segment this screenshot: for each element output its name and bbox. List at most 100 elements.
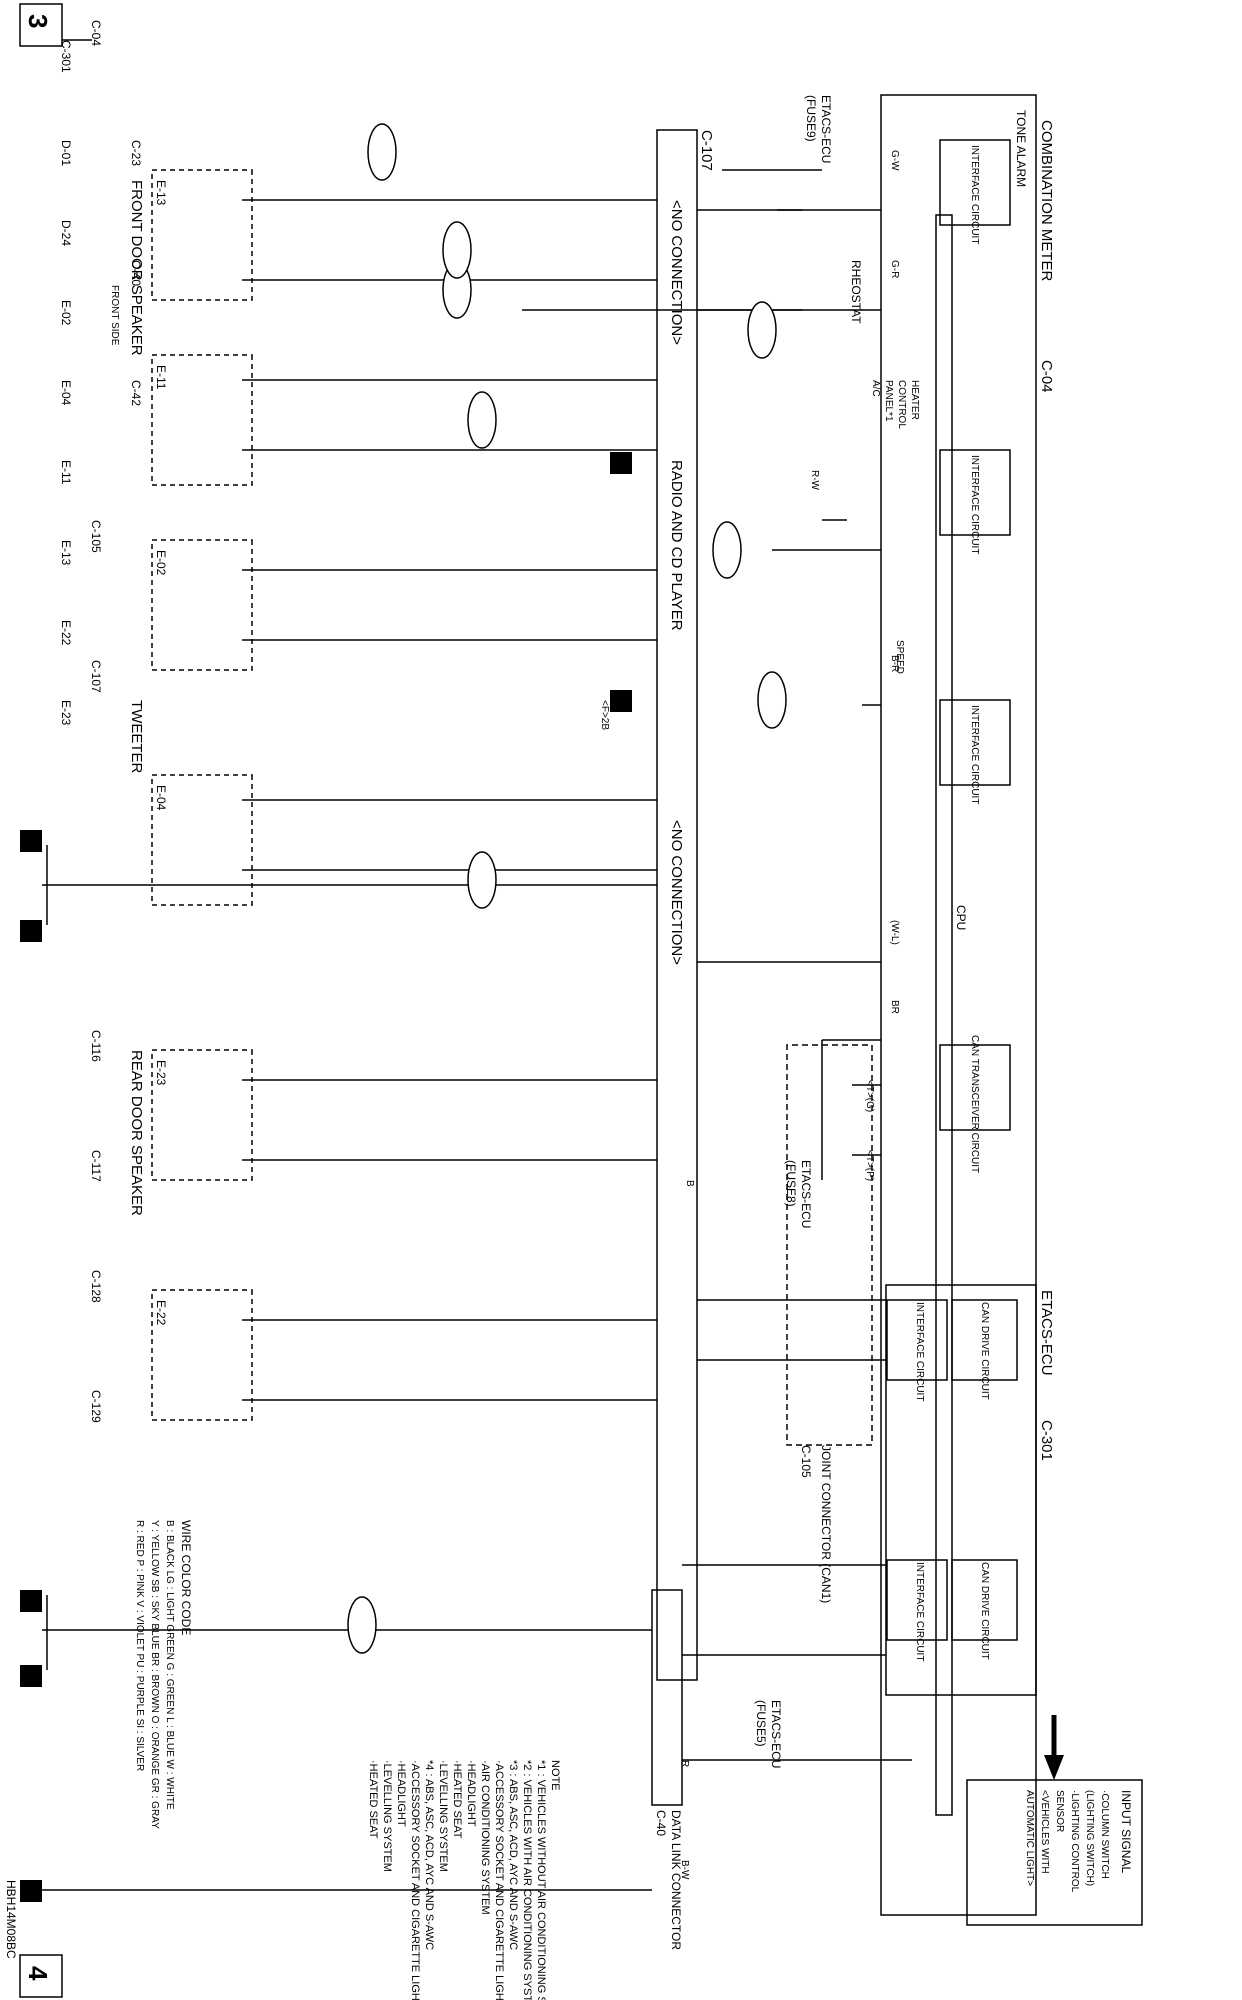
cpu-bar (935, 214, 953, 1816)
svg-text:C-116: C-116 (89, 1030, 103, 1062)
cpu-label: CPU (954, 905, 968, 930)
radio-box (656, 129, 698, 1681)
note-5: ·AIR CONDITIONING SYSTEM (479, 1760, 491, 1915)
fuse-5-fuse: (FUSE5) (754, 1700, 768, 1747)
input-arrow (1044, 1755, 1064, 1780)
svg-text:D-01: D-01 (59, 140, 73, 166)
speaker-e04: E-04 (154, 785, 168, 811)
etacs-can-drive-label-1: CAN DRIVE CIRCUIT (979, 1302, 990, 1400)
joint-connector-title: JOINT CONNECTOR (CAN1) (819, 1445, 833, 1603)
can-transceiver-label: CAN TRANSCEIVER CIRCUIT (969, 1035, 980, 1173)
meter-interface-label-1: INTERFACE CIRCUIT (969, 145, 980, 244)
wire-rw: R-W (809, 470, 820, 491)
note-4: ·ACCESSORY SOCKET AND CIGARETTE LIGHTER (493, 1760, 505, 2000)
combination-meter-box (880, 94, 1037, 1916)
etacs-can-drive-2 (951, 1559, 1018, 1641)
fuse-8-label: ETACS-ECU (799, 1160, 813, 1228)
wire-brw: BR (889, 1000, 900, 1014)
wire-color-line-1: B : BLACK LG : LIGHT GREEN G : GREEN L :… (164, 1520, 175, 1810)
wire-r: R (679, 1760, 690, 1767)
wire-bw: B-W (679, 1860, 690, 1880)
page-number-right-box (19, 1954, 63, 1998)
meter-interface-circuit-2 (939, 449, 1011, 536)
input-signal-line-6: AUTOMATIC LIGHT> (1024, 1790, 1035, 1886)
meter-interface-label-3: INTERFACE CIRCUIT (969, 705, 980, 804)
combination-meter-title: COMBINATION METER (1038, 120, 1055, 282)
svg-text:C-107: C-107 (89, 660, 103, 693)
tweeter-label: TWEETER (128, 700, 145, 773)
input-signal-line-5: <VEHICLES WITH (1039, 1790, 1050, 1874)
speaker-e22: E-22 (154, 1300, 168, 1326)
no-connection-1: <NO CONNECTION> (668, 200, 685, 345)
fuse-5-label: ETACS-ECU (769, 1700, 783, 1768)
svg-text:C-04: C-04 (89, 20, 103, 46)
wire-f2b: <F>2B (599, 700, 610, 730)
note-13: ·HEATED SEAT (367, 1760, 379, 1839)
front-door-speaker-label: FRONT DOOR SPEAKER (128, 180, 145, 356)
wire-wl: (W-L) (889, 920, 900, 945)
rear-lh-speaker-box (151, 1049, 253, 1181)
svg-text:C-117: C-117 (89, 1150, 103, 1182)
heater-line-3: PANEL*1 (883, 380, 894, 422)
note-2: *2 : VEHICLES WITH AIR CONDITIONING SYST… (521, 1760, 533, 2000)
page-number-right: 4 (23, 1966, 53, 1981)
splice-s019 (747, 301, 777, 359)
note-6: ·HEADLIGHT (465, 1760, 477, 1827)
etacs-interface-1 (886, 1299, 948, 1381)
svg-text:E-13: E-13 (59, 540, 73, 566)
svg-text:E-23: E-23 (59, 700, 73, 726)
combination-meter-connector: C-04 (1038, 360, 1055, 393)
fuse-8-fuse: (FUSE8) (784, 1160, 798, 1207)
tone-alarm-label: TONE ALARM (1014, 110, 1028, 187)
input-signal-line-2: (LIGHTING SWITCH) (1084, 1790, 1095, 1886)
radio-connector: C-107 (698, 130, 715, 171)
heater-line-4: A/C (870, 380, 881, 397)
svg-text:C-40: C-40 (129, 260, 143, 286)
speaker-e02: E-02 (154, 550, 168, 576)
etacs-interface-label-1: INTERFACE CIRCUIT (914, 1302, 925, 1401)
front-side-label: FRONT SIDE (109, 285, 120, 346)
note-9: *4 : ABS, ASC, ACD, AYC AND S-AWC (423, 1760, 435, 1950)
data-link-box (651, 1589, 683, 1806)
rear-rh-speaker-box (151, 1289, 253, 1421)
fuse-9-fuse: (FUSE9) (804, 95, 818, 142)
input-signal-line-1: ·COLUMN SWITCH (1099, 1790, 1110, 1879)
svg-text:E-22: E-22 (59, 620, 73, 646)
connector-list: C-04 C-23 C-40 C-42 C-105 C-107 C-116 C-… (59, 20, 143, 1423)
svg-text:C-42: C-42 (129, 380, 143, 406)
wire-color-title: WIRE COLOR CODE (179, 1520, 193, 1635)
note-10: ·ACCESSORY SOCKET AND CIGARETTE LIGHTER (409, 1760, 421, 2000)
ground-4-lower (20, 1880, 42, 1902)
wire-tg: <T>(G) (864, 1080, 875, 1112)
fuse-9-label: ETACS-ECU (819, 95, 833, 163)
input-signal-box (966, 1779, 1143, 1926)
meter-interface-circuit-3 (939, 699, 1011, 786)
ground-18-upper (610, 452, 632, 474)
svg-text:C-23: C-23 (129, 140, 143, 166)
svg-text:E-11: E-11 (59, 460, 73, 485)
figure-code: HBH14M08BC (4, 1880, 18, 1959)
ground-6-upper (610, 690, 632, 712)
wire-gr: G-R (889, 260, 900, 278)
ground-4-mid (20, 830, 42, 852)
svg-text:C-129: C-129 (89, 1390, 103, 1423)
speaker-e11: E-11 (154, 365, 168, 390)
splice-s089 (467, 391, 497, 449)
front-lh-speaker-box (151, 169, 253, 301)
joint-connector-connector: C-105 (799, 1445, 813, 1478)
radio-title: RADIO AND CD PLAYER (668, 460, 685, 631)
data-link-title: DATA LINK CONNECTOR (669, 1810, 683, 1950)
wire-b: B (684, 1180, 695, 1187)
wire-br: B-R (889, 655, 900, 672)
speed-label: SPEED (894, 640, 905, 674)
page-number-left: 3 (23, 14, 53, 28)
ground-17 (20, 920, 42, 942)
etacs-can-drive-label-2: CAN DRIVE CIRCUIT (979, 1562, 990, 1660)
input-signal-line-4: SENSOR (1054, 1790, 1065, 1832)
svg-text:E-02: E-02 (59, 300, 73, 326)
note-7: ·HEATED SEAT (451, 1760, 463, 1839)
wire-tp: <T>(P) (864, 1150, 875, 1181)
etacs-ecu-connector: C-301 (1038, 1420, 1055, 1461)
no-connection-2: <NO CONNECTION> (668, 820, 685, 965)
